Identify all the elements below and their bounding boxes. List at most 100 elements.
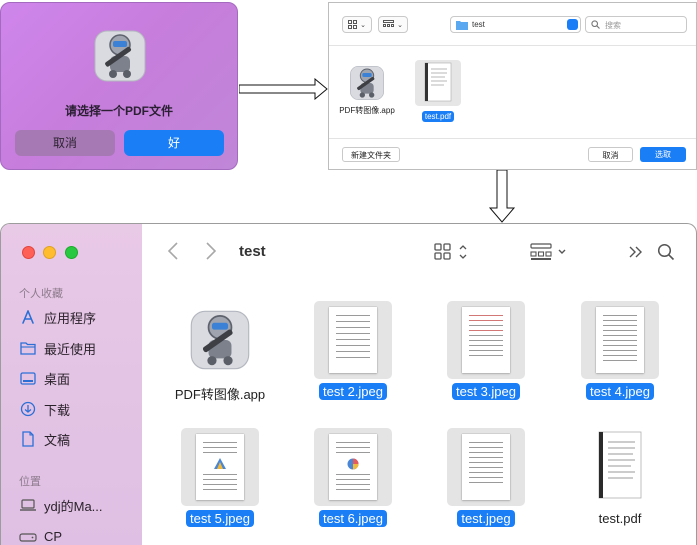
zoom-window-button[interactable] [65, 246, 78, 259]
picker-toolbar: ⌄ ⌄ test 搜索 [329, 3, 696, 46]
desktop-icon [19, 369, 37, 387]
sidebar-item-label: ydj的Ma... [44, 498, 103, 514]
favorites-header: 个人收藏 [19, 288, 63, 300]
file-grid: PDF转图像.app test 2.jpeg test 3.jpeg [142, 282, 696, 545]
file-name: test.pdf [598, 511, 642, 526]
jpeg-thumbnail-icon [329, 307, 377, 373]
search-icon[interactable] [657, 243, 675, 261]
automator-robot-icon [94, 30, 146, 82]
new-folder-button[interactable]: 新建文件夹 [342, 147, 400, 162]
thumb-container [581, 428, 659, 506]
file-item-jpeg[interactable]: test 3.jpeg [426, 301, 546, 401]
thumb-container [181, 301, 259, 379]
gallery-group-icon [383, 20, 395, 27]
sidebar-item-downloads[interactable]: 下载 [19, 398, 70, 420]
jpeg-thumbnail-icon [596, 307, 644, 373]
picker-cancel-button[interactable]: 取消 [588, 147, 633, 162]
pdf-document-icon [415, 60, 461, 106]
thumb-container [447, 428, 525, 506]
jpeg-thumbnail-icon [462, 434, 510, 500]
file-name: PDF转图像.app [339, 106, 395, 115]
sidebar-item-label: CP [44, 528, 63, 544]
search-field[interactable]: 搜索 [585, 16, 687, 33]
chevron-down-icon: ⌄ [397, 21, 403, 29]
group-by-menu-icon[interactable] [530, 243, 570, 261]
file-item-jpeg[interactable]: test 6.jpeg [293, 428, 413, 528]
sidebar-item-label: 应用程序 [44, 310, 97, 326]
sidebar-item-recents[interactable]: 最近使用 [19, 337, 96, 359]
folder-icon [456, 21, 468, 30]
file-item-jpeg[interactable]: test 5.jpeg [160, 428, 280, 528]
file-name: test 6.jpeg [319, 510, 387, 527]
file-item-jpeg[interactable]: test 2.jpeg [293, 301, 413, 401]
file-item-app[interactable]: PDF转图像.app [339, 65, 395, 116]
jpeg-thumbnail-icon [462, 307, 510, 373]
pdf-document-icon [598, 431, 642, 499]
thumb-container [181, 428, 259, 506]
file-picker-window: ⌄ ⌄ test 搜索 PDF转图像.app test. [328, 2, 697, 170]
flow-arrow-down-icon [488, 170, 516, 223]
back-chevron-icon[interactable] [167, 241, 179, 261]
finder-sidebar: 个人收藏 应用程序 最近使用 桌面 下载 [1, 224, 142, 545]
applications-icon [19, 308, 37, 326]
dialog-message: 请选择一个PDF文件 [64, 104, 173, 118]
file-name: test 3.jpeg [452, 383, 520, 400]
thumb-container [314, 301, 392, 379]
more-toolbar-items-icon[interactable] [628, 245, 644, 259]
choose-button[interactable]: 选取 [640, 147, 686, 162]
file-item-jpeg[interactable]: test.jpeg [426, 428, 546, 528]
jpeg-thumbnail-icon [329, 434, 377, 500]
pdf-select-dialog: 请选择一个PDF文件 取消 好 [0, 2, 238, 170]
sidebar-item-label: 下载 [44, 402, 71, 418]
search-icon [591, 20, 600, 29]
thumb-container [314, 428, 392, 506]
thumb-container [447, 301, 525, 379]
minimize-window-button[interactable] [43, 246, 56, 259]
file-name: test.jpeg [457, 510, 515, 527]
file-name: test 5.jpeg [186, 510, 254, 527]
file-item-pdf[interactable]: test.pdf [415, 60, 461, 124]
finder-window-title: test [239, 243, 266, 260]
location-name: test [472, 20, 485, 29]
locations-header: 位置 [19, 476, 41, 488]
finder-toolbar [142, 224, 696, 282]
automator-robot-icon [350, 66, 384, 100]
grid-view-icon [348, 20, 358, 29]
laptop-icon [19, 496, 37, 514]
flow-arrow-right-icon [239, 78, 328, 100]
file-name: test 4.jpeg [586, 383, 654, 400]
downloads-icon [19, 400, 37, 418]
jpeg-thumbnail-icon [196, 434, 244, 500]
file-item-app[interactable]: PDF转图像.app [160, 301, 280, 404]
forward-chevron-icon[interactable] [205, 241, 217, 261]
file-name: test.pdf [421, 111, 455, 122]
sidebar-item-applications[interactable]: 应用程序 [19, 306, 96, 328]
chevron-down-icon: ⌄ [360, 21, 366, 29]
group-view-button[interactable]: ⌄ [378, 16, 408, 33]
icon-view-toggle-icon[interactable] [434, 243, 472, 261]
picker-bottom-bar: 新建文件夹 取消 选取 [329, 138, 696, 169]
file-item-jpeg[interactable]: test 4.jpeg [560, 301, 680, 401]
cancel-button[interactable]: 取消 [15, 130, 115, 156]
sidebar-item-macbook[interactable]: ydj的Ma... [19, 494, 103, 516]
documents-icon [19, 430, 37, 448]
sidebar-item-documents[interactable]: 文稿 [19, 428, 70, 450]
location-popup[interactable]: test [450, 16, 581, 33]
sidebar-item-label: 桌面 [44, 371, 71, 387]
thumb-container [581, 301, 659, 379]
sidebar-item-cp-drive[interactable]: CP [19, 525, 62, 545]
sidebar-item-label: 文稿 [44, 432, 71, 448]
file-item-pdf[interactable]: test.pdf [560, 428, 680, 528]
sidebar-item-desktop[interactable]: 桌面 [19, 367, 70, 389]
search-placeholder: 搜索 [605, 21, 621, 30]
location-stepper-icon [567, 19, 578, 30]
sidebar-item-label: 最近使用 [44, 341, 97, 357]
close-window-button[interactable] [22, 246, 35, 259]
finder-window: 个人收藏 应用程序 最近使用 桌面 下载 [0, 223, 697, 545]
file-name: PDF转图像.app [174, 387, 266, 402]
automator-robot-icon [190, 310, 250, 370]
icon-view-button[interactable]: ⌄ [342, 16, 372, 33]
ok-button[interactable]: 好 [124, 130, 224, 156]
drive-icon [19, 527, 37, 545]
file-name: test 2.jpeg [319, 383, 387, 400]
